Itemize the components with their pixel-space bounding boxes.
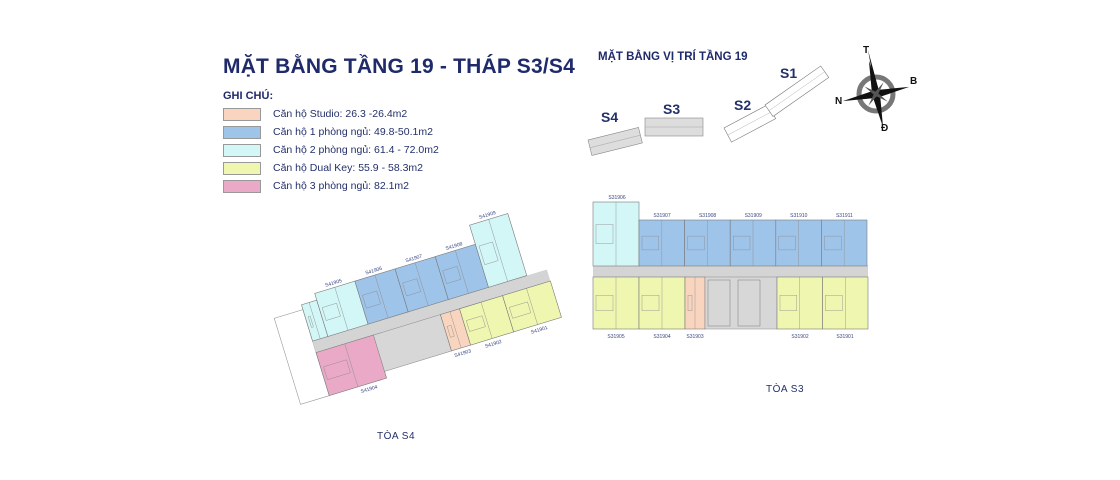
unit-label: S31909 (745, 213, 762, 219)
legend-item-dualkey: Căn hộ Dual Key: 55.9 - 58.3m2 (223, 161, 423, 175)
mini-tower-s3 (644, 117, 704, 137)
unit-label: S41904 (360, 384, 378, 395)
legend-item-1br: Căn hộ 1 phòng ngủ: 49.8-50.1m2 (223, 125, 433, 139)
legend-swatch (223, 143, 261, 157)
unit-label: S31910 (790, 213, 807, 219)
unit-label: S41909 (478, 210, 496, 221)
location-map-title: MẶT BẰNG VỊ TRÍ TẦNG 19 (598, 51, 748, 63)
mini-tower-label-s3: S3 (663, 101, 681, 117)
unit-label: S41908 (445, 241, 463, 252)
compass-west-label: N (835, 96, 843, 107)
legend-swatch (223, 107, 261, 121)
tower-s4-name: TÒA S4 (377, 431, 416, 442)
unit-wall (344, 343, 359, 387)
bed-icon (595, 295, 614, 312)
mini-tower-label-s4: S4 (601, 109, 619, 125)
bed-icon (442, 266, 462, 284)
bed-icon (307, 315, 314, 328)
unit-label: S31902 (791, 334, 808, 340)
unit-label: S31906 (608, 195, 625, 201)
legend-item-3br: Căn hộ 3 phòng ngủ: 82.1m2 (223, 179, 409, 193)
mini-tower-label-s1: S1 (780, 65, 798, 81)
unit-label: S41906 (365, 266, 383, 277)
bed-icon (825, 295, 843, 312)
legend-swatch (223, 125, 261, 139)
legend-label: Căn hộ 2 phòng ngủ: 61.4 - 72.0m2 (273, 144, 439, 156)
compass-north-label: T (863, 45, 870, 56)
corridor (312, 269, 551, 353)
unit-wall (414, 262, 429, 306)
bed-icon (687, 235, 705, 251)
legend-label: Căn hộ Studio: 26.3 -26.4m2 (273, 108, 408, 120)
bed-icon (362, 290, 381, 309)
bed-icon (595, 224, 614, 244)
elevator-icon (737, 279, 761, 327)
unit-label: S31907 (653, 213, 670, 219)
bed-icon (779, 295, 797, 312)
stair-core (704, 276, 778, 330)
bed-icon (321, 302, 341, 321)
bed-icon (446, 325, 455, 338)
bed-icon (478, 241, 499, 265)
unit-label: S41902 (484, 339, 502, 350)
unit-wall (480, 302, 493, 339)
corridor (593, 265, 868, 277)
bed-icon (687, 295, 693, 312)
mini-tower-s4 (587, 127, 643, 156)
legend-label: Căn hộ Dual Key: 55.9 - 58.3m2 (273, 162, 424, 174)
legend-item-2br: Căn hộ 2 phòng ngủ: 61.4 - 72.0m2 (223, 143, 439, 157)
mini-tower-s1 (764, 65, 830, 117)
unit-label: S41901 (530, 325, 548, 336)
unit-wall (526, 288, 538, 325)
bed-icon (778, 235, 796, 251)
unit-wall (334, 287, 349, 331)
mini-tower-label-s2: S2 (734, 97, 752, 113)
bed-icon (323, 359, 351, 380)
legend-title: GHI CHÚ: (223, 90, 274, 102)
page-title: MẶT BẰNG TẦNG 19 - THÁP S3/S4 (223, 55, 575, 78)
unit-label: S31905 (607, 334, 624, 340)
unit-wall (308, 302, 321, 339)
compass-icon (842, 50, 910, 128)
bed-icon (733, 235, 751, 251)
bed-icon (824, 235, 842, 251)
unit-wall (455, 250, 469, 294)
unit-wall (449, 311, 462, 349)
legend-swatch (223, 161, 261, 175)
unit-wall (374, 274, 389, 319)
unit-label: S31903 (686, 334, 703, 340)
unit-label: S31911 (836, 213, 853, 219)
bed-icon (641, 235, 659, 251)
unit-label: S41903 (454, 348, 472, 359)
unit-label: S31901 (836, 334, 853, 340)
bed-icon (509, 301, 532, 319)
unit-label: S31908 (699, 213, 716, 219)
compass-south-label: Đ (881, 123, 889, 134)
legend-label: Căn hộ 1 phòng ngủ: 49.8-50.1m2 (273, 126, 433, 138)
bed-icon (641, 295, 660, 312)
bed-icon (402, 278, 422, 297)
tower-s3-name: TÒA S3 (766, 384, 805, 395)
legend-label: Căn hộ 3 phòng ngủ: 82.1m2 (273, 180, 410, 192)
unit-label: S31904 (653, 334, 670, 340)
unit-label: S41905 (325, 278, 343, 289)
legend-item-studio: Căn hộ Studio: 26.3 -26.4m2 (223, 107, 407, 121)
stair-icon (707, 279, 731, 327)
bed-icon (466, 315, 486, 332)
compass-east-label: B (910, 76, 918, 87)
legend-swatch (223, 179, 261, 193)
unit-wall (488, 219, 508, 282)
unit-label: S41907 (405, 253, 423, 264)
